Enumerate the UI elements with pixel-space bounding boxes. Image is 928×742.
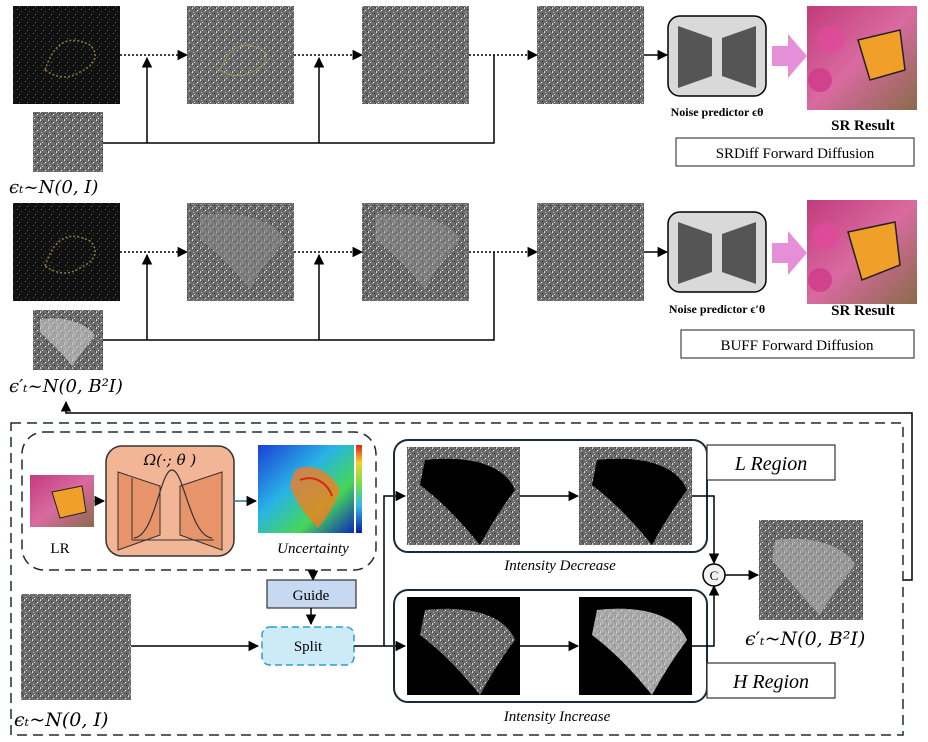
outer-dashed-frame bbox=[10, 422, 904, 736]
pink-arrow bbox=[772, 34, 807, 78]
noisy-image-2 bbox=[362, 6, 469, 104]
srdiff-caption: SRDiff Forward Diffusion bbox=[716, 146, 875, 162]
buff-noise-formula: ϵ′ₜ~N(0, B²I) bbox=[9, 376, 123, 397]
guide-label: Guide bbox=[293, 588, 330, 604]
concat-symbol: C bbox=[710, 568, 719, 583]
buff-noisy-image-2 bbox=[362, 203, 469, 301]
buff-row: Noise predictor ϵ′θ SR Result BUFF Forwa… bbox=[9, 200, 917, 397]
sr-result-label: SR Result bbox=[831, 118, 895, 134]
l-region-label-box bbox=[706, 444, 836, 481]
l-region-label: L Region bbox=[734, 453, 807, 475]
noisy-image-3 bbox=[537, 6, 644, 104]
buff-noisy-image-3 bbox=[537, 203, 644, 301]
intensity-increase-label: Intensity Increase bbox=[503, 709, 611, 725]
srdiff-row: Noise predictor ϵθ SR Result SRDiff Forw… bbox=[9, 6, 917, 198]
input-noise-image bbox=[21, 594, 131, 700]
omega-label: Ω(·; θ ) bbox=[143, 451, 197, 469]
hr-image-2 bbox=[13, 203, 120, 301]
lr-label: LR bbox=[50, 541, 69, 557]
noisy-image-1 bbox=[187, 6, 294, 104]
buff-caption: BUFF Forward Diffusion bbox=[720, 338, 874, 354]
intensity-decrease-label: Intensity Decrease bbox=[503, 558, 616, 574]
h-region-label: H Region bbox=[732, 671, 809, 693]
h-region-label-box bbox=[706, 662, 836, 699]
uncertainty-label: Uncertainty bbox=[277, 541, 349, 557]
noise-predictor-label: Noise predictor ϵθ bbox=[671, 105, 764, 119]
pink-arrow-2 bbox=[772, 231, 807, 275]
hr-image bbox=[13, 6, 120, 104]
split-label: Split bbox=[294, 639, 323, 655]
srdiff-caption-box bbox=[675, 137, 915, 167]
uncertainty-module: LR Ω(·; θ ) Uncertainty Guide ϵₜ~N(0, I)… bbox=[10, 422, 904, 736]
noise-predictor-label-2: Noise predictor ϵ′θ bbox=[669, 302, 765, 316]
uncertainty-colorbar bbox=[356, 445, 362, 533]
buff-caption-box bbox=[680, 329, 915, 359]
input-noise-formula: ϵₜ~N(0, I) bbox=[14, 709, 108, 731]
srdiff-noise-formula: ϵₜ~N(0, I) bbox=[9, 177, 98, 198]
butterfly-outline bbox=[44, 39, 96, 78]
feedback-line bbox=[60, 400, 913, 581]
guide-box bbox=[266, 579, 357, 609]
estimator-dashed-frame bbox=[21, 431, 377, 571]
sr-result-label-2: SR Result bbox=[831, 303, 895, 319]
noise-sample-srdiff bbox=[33, 112, 103, 172]
output-noise-formula: ϵ′ₜ~N(0, B²I) bbox=[745, 628, 865, 650]
